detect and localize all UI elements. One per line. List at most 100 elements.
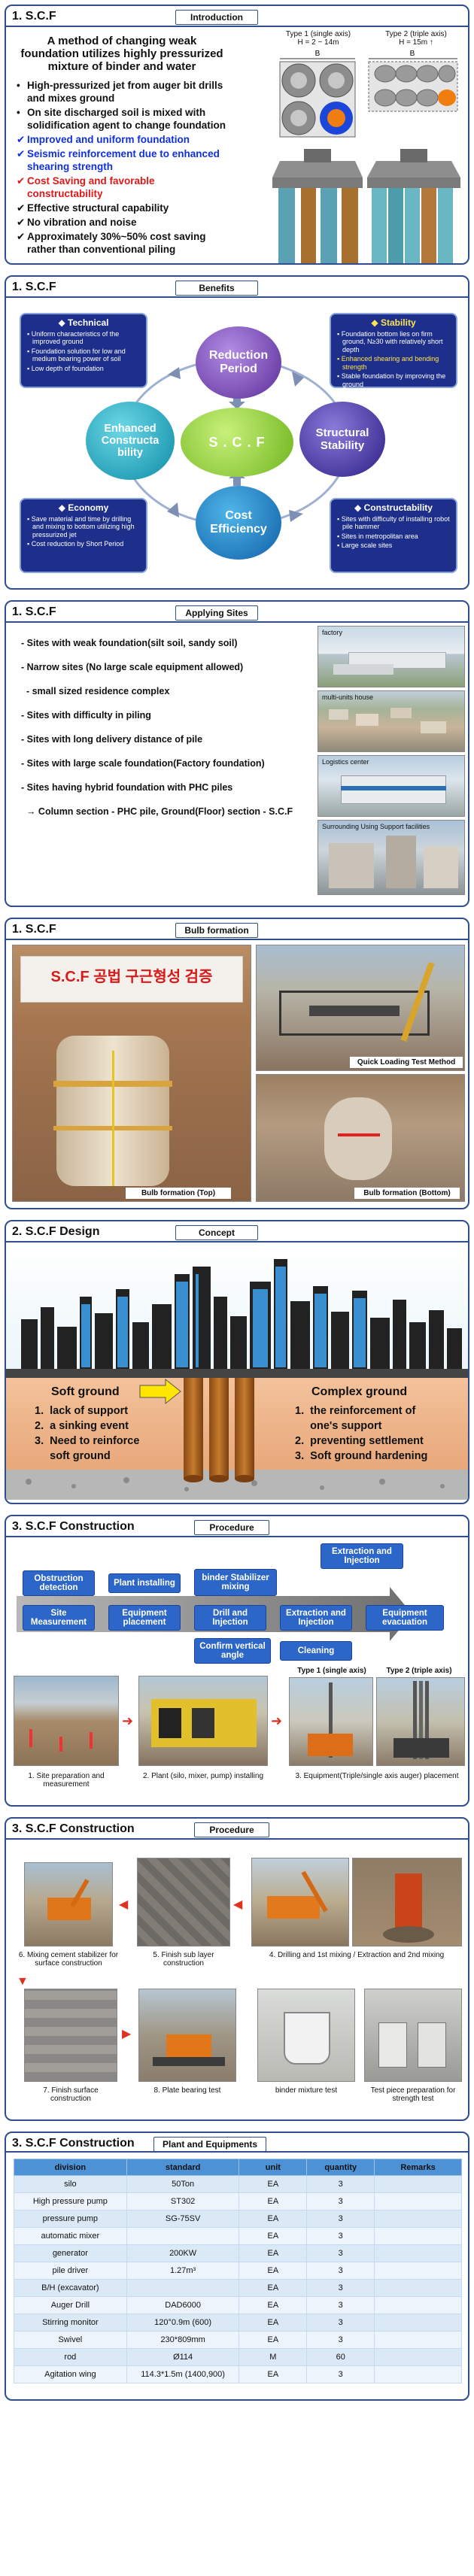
enhanced-constructability-circle: Enhanced Constructa bility <box>86 402 175 480</box>
table-cell: 50Ton <box>126 2175 240 2193</box>
table-cell: EA <box>239 2244 308 2262</box>
table-cell: 3 <box>306 2192 375 2210</box>
photo-multi-units: multi-units house <box>318 690 465 752</box>
photo-surface-construction <box>24 1989 117 2082</box>
table-cell: 3 <box>306 2365 375 2383</box>
photo-label: Logistics center <box>322 758 369 766</box>
table-cell <box>374 2244 462 2262</box>
site-item: - Sites with weak foundation(silt soil, … <box>21 638 238 648</box>
design-concept-illustration <box>6 1244 468 1500</box>
center-circle: S . C . F <box>181 408 293 477</box>
type1-name: Type 1 (single axis) <box>285 30 351 38</box>
complex-ground-item: 2. preventing settlement <box>295 1435 424 1447</box>
table-cell: 3 <box>306 2175 375 2193</box>
technical-list: Uniform characteristics of the improved … <box>27 330 140 373</box>
photo-plant-installing <box>138 1676 268 1766</box>
table-header-cell: standard <box>126 2159 240 2176</box>
intro-item-text: Cost Saving and favorable constructabili… <box>27 175 155 199</box>
site-item: - Sites with long delivery distance of p… <box>21 734 203 745</box>
intro-bullet: • <box>17 80 20 91</box>
cap-site-preparation: 1. Site preparation and measurement <box>28 1772 105 1789</box>
step-equipment-placement: Equipment placement <box>108 1605 181 1631</box>
section-title: 1. S.C.F <box>12 605 56 618</box>
photo-test-piece <box>364 1989 462 2082</box>
step-equipment-evacuation: Equipment evacuation <box>366 1605 444 1631</box>
photo-mixing-cement <box>24 1862 113 1946</box>
flow-arrow: ▶ <box>122 2028 132 2040</box>
complex-ground-item: 1. the reinforcement of <box>295 1405 416 1417</box>
section-header: 3. S.C.F Construction Plant and Equipmen… <box>6 2133 468 2153</box>
intro-item: •On site discharged soil is mixed with s… <box>17 106 227 132</box>
table-cell: 230*809mm <box>126 2331 240 2349</box>
flow-arrow: ▼ <box>17 1975 29 1988</box>
section-construction-procedure-2: 3. S.C.F Construction Procedure ◀ ◀ 6. M… <box>5 1817 469 2121</box>
site-item: - Sites having hybrid foundation with PH… <box>21 782 233 793</box>
photo-bulb-bottom: Bulb formation (Bottom) <box>256 1074 465 1202</box>
type2-height: H = 15m ↑ <box>399 38 433 47</box>
benefit-item: Enhanced shearing and bending strength <box>337 355 450 371</box>
section-benefits: 1. S.C.F Benefits S . C . F Reduction Pe… <box>5 275 469 590</box>
intro-bullet: • <box>17 107 20 118</box>
table-cell: 200KW <box>126 2244 240 2262</box>
intro-item: ✔Seismic reinforcement due to enhanced s… <box>17 147 227 173</box>
cap-test-piece: Test piece preparation for strength test <box>370 2086 456 2103</box>
step-plant-installing: Plant installing <box>108 1573 181 1593</box>
site-list: - Sites with weak foundation(silt soil, … <box>21 638 307 830</box>
cap-bulb-top: Bulb formation (Top) <box>126 1188 231 1199</box>
section-title: 1. S.C.F <box>12 281 56 293</box>
section-header: 3. S.C.F Construction Procedure <box>6 1516 468 1537</box>
cap-quick-loading: Quick Loading Test Method <box>350 1057 463 1068</box>
technical-title: ◆ Technical <box>58 317 109 328</box>
table-cell <box>374 2210 462 2228</box>
photo-drilling-mixing-1 <box>251 1858 349 1946</box>
flow-arrow: ➜ <box>122 1713 134 1728</box>
step-confirm-vertical-angle: Confirm vertical angle <box>194 1638 271 1664</box>
table-cell: generator <box>14 2244 127 2262</box>
soft-ground-item: 3. Need to reinforce <box>35 1435 140 1447</box>
section-header: 1. S.C.F Introduction <box>6 6 468 27</box>
intro-item-text: Seismic reinforcement due to enhanced sh… <box>27 148 220 172</box>
table-header-cell: unit <box>239 2159 308 2176</box>
section-plant-equipment: 3. S.C.F Construction Plant and Equipmen… <box>5 2131 469 2401</box>
step-site-measurement: Site Measurement <box>23 1605 95 1631</box>
intro-item: ✔No vibration and noise <box>17 216 227 229</box>
complex-ground-item: 3. Soft ground hardening <box>295 1450 428 1462</box>
cap-binder-mixture: binder mixture test <box>275 2086 338 2095</box>
table-header-cell: division <box>14 2159 127 2176</box>
table-cell: 3 <box>306 2331 375 2349</box>
photo-quick-loading-test: Quick Loading Test Method <box>256 945 465 1071</box>
site-item: - small sized residence complex <box>21 686 170 696</box>
benefit-item: Uniform characteristics of the improved … <box>27 330 140 346</box>
intro-item: ✔Effective structural capability <box>17 202 227 214</box>
section-applying-sites: 1. S.C.F Applying Sites - Sites with wea… <box>5 600 469 907</box>
table-cell <box>374 2365 462 2383</box>
intro-item: ✔Cost Saving and favorable constructabil… <box>17 174 227 200</box>
cap-bulb-bottom: Bulb formation (Bottom) <box>354 1188 460 1199</box>
table-cell: automatic mixer <box>14 2227 127 2245</box>
site-item: - Sites with large scale foundation(Fact… <box>21 758 265 769</box>
intro-bullet: ✔ <box>17 231 26 242</box>
intro-list: •High-pressurized jet from auger bit dri… <box>17 79 227 256</box>
table-cell: 1.27m³ <box>126 2262 240 2280</box>
type2-b-label: B <box>410 50 415 58</box>
section-title: 3. S.C.F Construction <box>12 1822 135 1835</box>
benefit-item: Save material and time by drilling and m… <box>27 515 140 539</box>
complex-ground-block: Complex ground 1. the reinforcement of o… <box>295 1385 460 1464</box>
intro-item: ✔Improved and uniform foundation <box>17 133 227 146</box>
table-cell <box>374 2331 462 2349</box>
section-subtitle: Applying Sites <box>175 605 258 620</box>
photo-equipment-type2 <box>376 1677 465 1766</box>
table-cell: pressure pump <box>14 2210 127 2228</box>
table-cell: 3 <box>306 2244 375 2262</box>
benefit-item: Low depth of foundation <box>27 365 140 373</box>
table-cell: M <box>239 2348 308 2366</box>
cap-plant-installing: 2. Plant (silo, mixer, pump) installing <box>142 1772 264 1780</box>
soft-ground-item: 1. lack of support <box>35 1405 129 1417</box>
